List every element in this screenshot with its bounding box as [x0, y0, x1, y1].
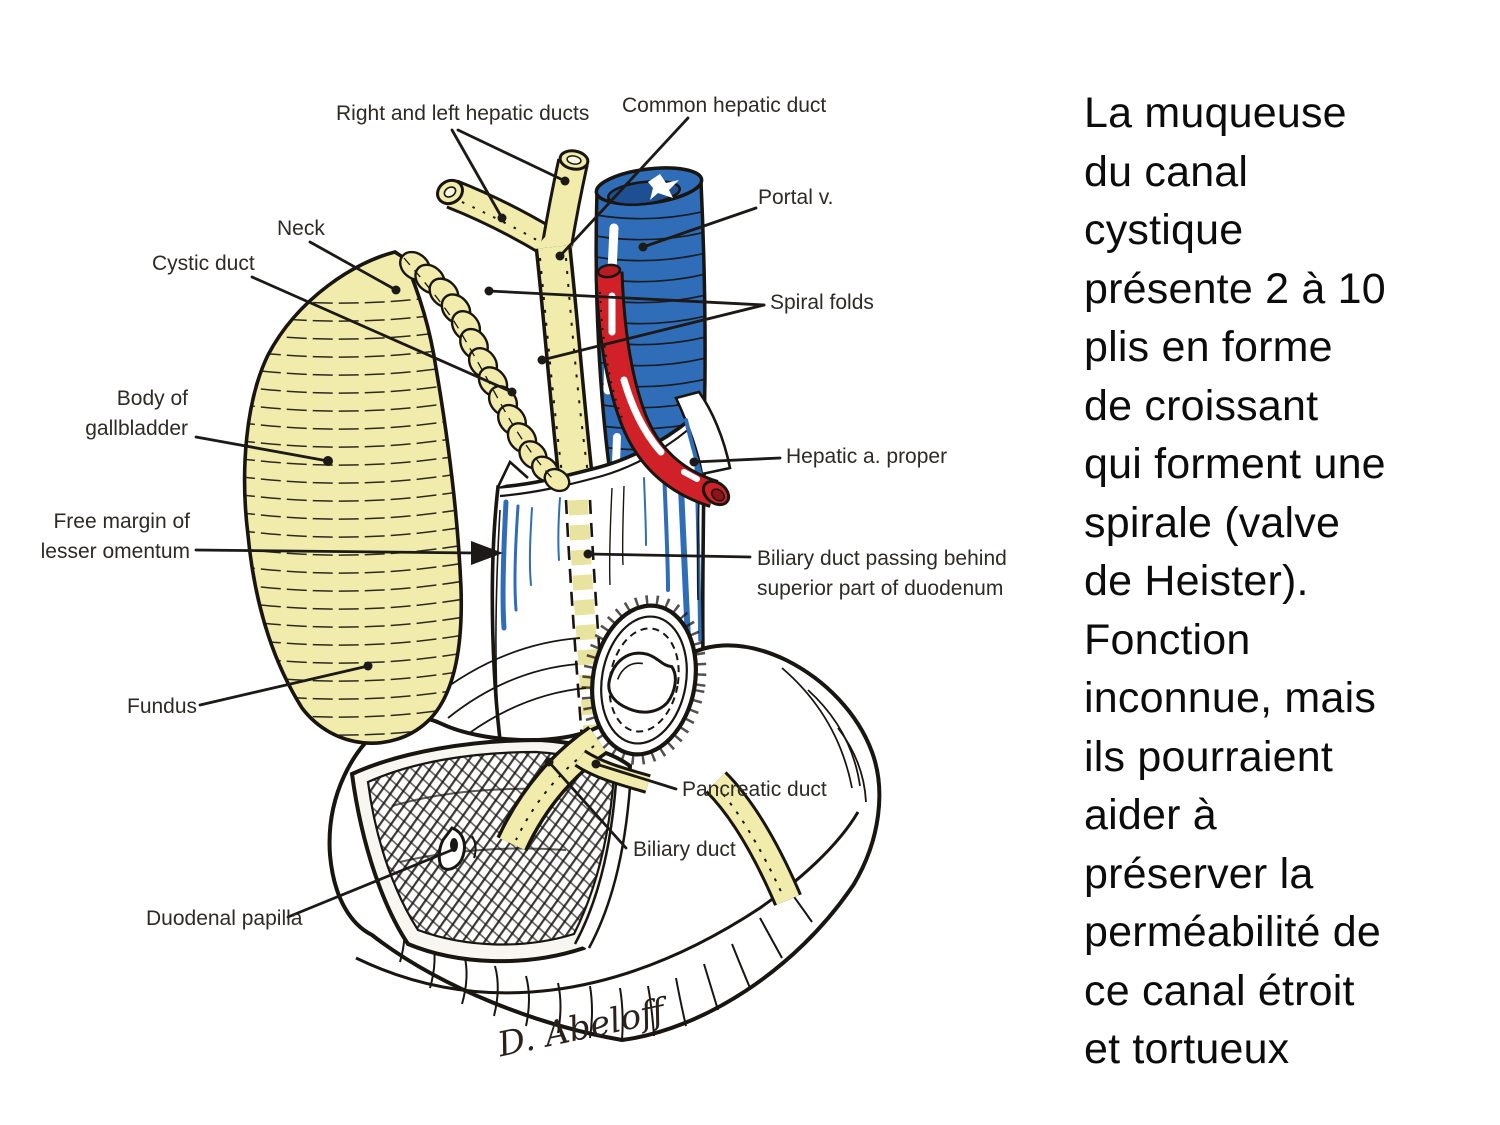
label-free-margin-line2: lesser omentum — [41, 540, 190, 563]
label-portal-v: Portal v. — [758, 186, 833, 209]
label-common-hepatic-duct: Common hepatic duct — [622, 94, 826, 117]
label-fundus: Fundus — [127, 695, 197, 718]
label-body-of-gallbladder-line2: gallbladder — [85, 417, 188, 440]
duodenum-cut-end-shape — [581, 595, 707, 765]
biliary-pancreatic-ducts-shape — [496, 725, 651, 852]
peritoneal-flap-shape — [674, 390, 732, 478]
hepatic-artery-shape — [594, 263, 731, 508]
label-pancreatic-duct: Pancreatic duct — [682, 778, 827, 801]
caption-text: La muqueuse du canal cystique présente 2… — [1084, 89, 1386, 1073]
label-body-of-gallbladder-line1: Body of — [117, 387, 188, 410]
leader-lines — [194, 116, 782, 919]
label-right-left-hepatic-ducts: Right and left hepatic ducts — [336, 102, 589, 125]
label-duodenal-papilla: Duodenal papilla — [146, 907, 303, 930]
label-spiral-folds: Spiral folds — [770, 291, 874, 314]
anatomy-figure: Right and left hepatic ducts Common hepa… — [41, 94, 1007, 1066]
label-neck: Neck — [277, 217, 325, 240]
label-biliary-passing-line2: superior part of duodenum — [757, 577, 1003, 600]
biliary-duct-behind-shape — [705, 771, 802, 906]
label-free-margin-line1: Free margin of — [53, 510, 190, 533]
figure-labels: Right and left hepatic ducts Common hepa… — [41, 94, 1007, 1066]
label-biliary-passing-line1: Biliary duct passing behind — [757, 547, 1007, 570]
label-biliary-duct: Biliary duct — [633, 838, 736, 861]
label-cystic-duct: Cystic duct — [152, 252, 255, 275]
label-hepatic-a-proper: Hepatic a. proper — [786, 445, 947, 468]
